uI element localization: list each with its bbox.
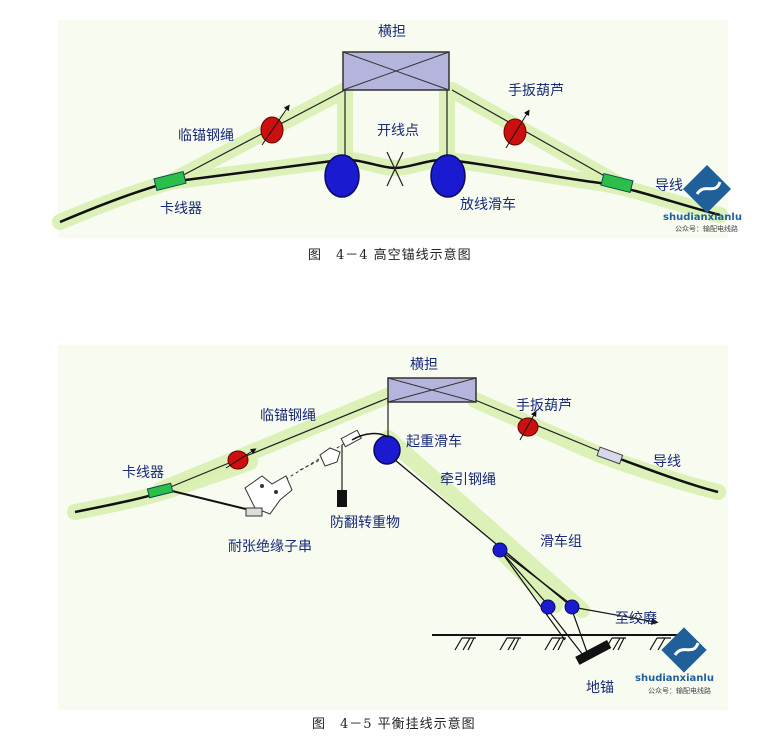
pulley-block: [492, 542, 659, 656]
right-anchor-rope-2: [474, 399, 605, 454]
caption-figure1: 图 4－4 高空锚线示意图: [308, 247, 472, 263]
label-to-winch: 至绞磨: [615, 610, 657, 627]
left-turnbuckle: [260, 104, 290, 146]
left-conductor-tail: [167, 489, 259, 513]
label-lifting-pulley: 起重滑车: [406, 433, 462, 450]
label-pulley-block: 滑车组: [540, 533, 582, 550]
left-pulley: [324, 154, 360, 198]
label-clamp-2: 卡线器: [122, 465, 164, 481]
anti-flip-weight: [337, 490, 347, 507]
watermark-account-2: 公众号：输配电线路: [648, 686, 711, 695]
label-crossarm: 横担: [378, 24, 406, 40]
figure-balanced-hanging: 横担 临锚钢绳 手扳葫芦 卡线器 起重滑车 导线 防翻转重物 牵引钢绳 耐张绝缘…: [58, 345, 728, 732]
crossarm: [342, 51, 450, 91]
caption-figure2: 图 4－5 平衡挂线示意图: [312, 716, 476, 732]
label-conductor: 导线: [655, 178, 683, 194]
pulley-rope-curve: [351, 432, 389, 441]
watermark-logo-2: shudianxianlu 公众号：输配电线路: [635, 627, 714, 695]
figure-high-altitude-anchoring: 横担 临锚钢绳 手扳葫芦 开线点 卡线器 放线滑车 导线 shudianxian…: [52, 20, 742, 263]
right-clamp: [600, 172, 634, 194]
right-clamp-2: [596, 446, 624, 465]
label-ground-anchor: 地锚: [586, 680, 614, 696]
label-pulley: 放线滑车: [460, 196, 516, 213]
right-conductor-line: [619, 457, 719, 494]
lifting-pulley: [373, 435, 401, 465]
label-temp-anchor-rope: 临锚钢绳: [178, 128, 234, 144]
label-temp-anchor-rope-2: 临锚钢绳: [260, 408, 316, 424]
label-cut-point: 开线点: [377, 123, 419, 139]
right-turnbuckle-2: [517, 410, 539, 441]
cut-point-mark: [386, 151, 404, 187]
watermark-site-1: shudianxianlu: [663, 212, 742, 223]
crossarm-2: [387, 377, 477, 403]
label-anti-flip-weight: 防翻转重物: [330, 515, 400, 531]
watermark-site-2: shudianxianlu: [635, 673, 714, 684]
left-clamp-2: [146, 482, 174, 499]
right-anchor-rope: [451, 89, 618, 184]
left-anchor-rope-2: [167, 397, 389, 489]
label-turnbuckle: 手扳葫芦: [508, 83, 564, 99]
insulator-string: [244, 429, 362, 517]
figure2-background: [58, 345, 728, 710]
left-turnbuckle-2: [225, 448, 257, 470]
label-insulator-string: 耐张绝缘子串: [228, 539, 312, 555]
left-clamp: [153, 170, 187, 192]
label-crossarm-2: 横担: [410, 357, 438, 373]
label-conductor-2: 导线: [653, 454, 681, 470]
label-traction-rope: 牵引钢绳: [440, 472, 496, 488]
ground-anchor: [575, 640, 612, 665]
label-turnbuckle-2: 手扳葫芦: [516, 398, 572, 414]
right-turnbuckle: [503, 109, 530, 149]
watermark-logo-1: shudianxianlu 公众号：输配电线路: [663, 164, 742, 233]
right-pulley: [430, 154, 466, 198]
left-anchor-rope: [171, 89, 346, 182]
watermark-account-1: 公众号：输配电线路: [675, 224, 738, 233]
label-clamp: 卡线器: [160, 201, 202, 217]
